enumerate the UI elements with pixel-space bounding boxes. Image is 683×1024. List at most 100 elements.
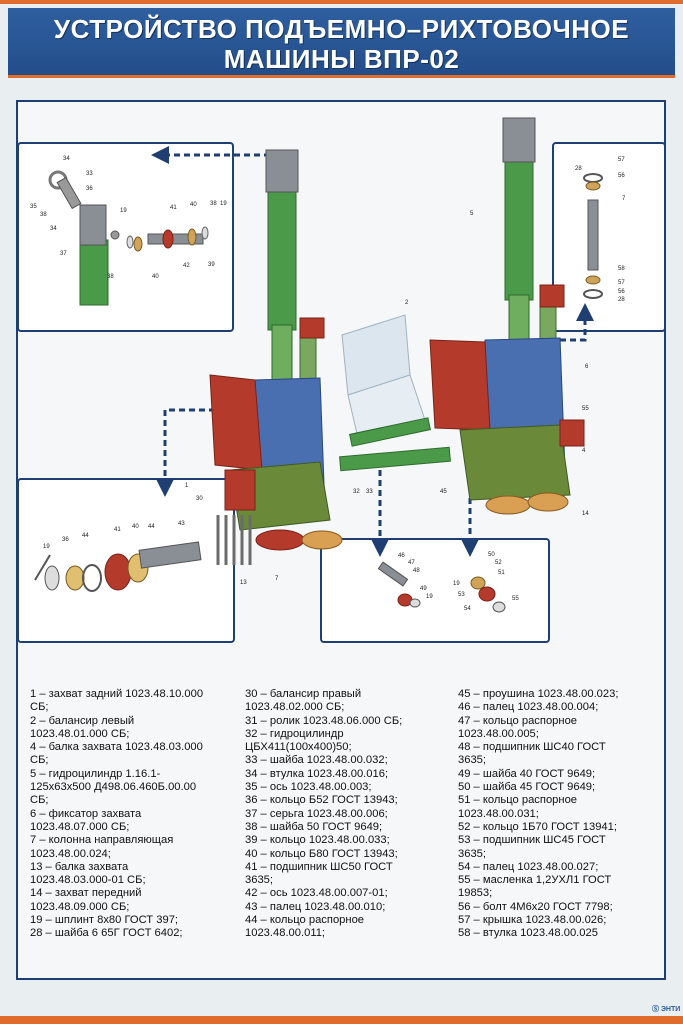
svg-text:42: 42 [183, 263, 190, 269]
svg-text:48: 48 [413, 568, 420, 574]
legend-line: 1023.48.00.024; [30, 847, 111, 860]
legend-line: 7 – колонна направляющая [30, 834, 174, 847]
svg-text:38: 38 [107, 274, 114, 280]
legend-line: 13 – балка захвата [30, 860, 129, 873]
legend-line: 1023.48.00.031; [458, 807, 539, 820]
svg-text:40: 40 [152, 274, 159, 280]
legend-line: 49 – шайба 40 ГОСТ 9649; [458, 767, 596, 780]
callout-4: 4 [582, 448, 586, 454]
legend-line: 19853; [458, 887, 493, 900]
svg-text:50: 50 [488, 552, 495, 558]
svg-text:57: 57 [618, 157, 625, 163]
svg-text:51: 51 [498, 570, 505, 576]
legend-line: ЦБХ411(100х400)50; [245, 741, 352, 754]
legend-line: 52 – кольцо 1Б70 ГОСТ 13941; [458, 820, 617, 833]
callout-6: 6 [585, 364, 589, 370]
svg-text:19: 19 [43, 544, 50, 550]
legend-line: 47 – кольцо распорное [458, 714, 578, 727]
publisher-logo: Ⓢ ЭНТИ [652, 1006, 681, 1013]
legend-line: 30 – балансир правый [245, 688, 362, 700]
inset-top-left-parts [48, 170, 209, 306]
inset-bottom-left-labels: 19 36 44 41 40 44 43 [43, 521, 185, 550]
callout-32: 32 [353, 489, 360, 495]
svg-text:40: 40 [190, 202, 197, 208]
inset-bottom-left-parts [34, 541, 202, 592]
inset-bottom-right-parts [377, 561, 506, 613]
legend-line: 46 – палец 1023.48.00.004; [458, 701, 599, 714]
legend-line: 4 – балка захвата 1023.48.03.000 [30, 741, 203, 754]
svg-text:39: 39 [208, 262, 215, 268]
left-lifting-unit [209, 149, 343, 565]
svg-text:28: 28 [618, 297, 625, 303]
legend-line: 42 – ось 1023.48.00.007-01; [245, 887, 388, 900]
legend-line: 48 – подшипник ШС40 ГОСТ [458, 741, 606, 754]
arrow-to-bottom-left-inset [156, 408, 215, 497]
legend-line: 34 – втулка 1023.48.00.016; [245, 767, 389, 780]
legend-line: 28 – шайба 6 65Г ГОСТ 6402; [30, 927, 183, 940]
legend-line: 1 – захват задний 1023.48.10.000 [30, 688, 204, 700]
svg-text:19: 19 [426, 594, 433, 600]
right-lifting-unit [429, 117, 585, 515]
legend-line: 125х63х500 Д498.06.460Б.00.00 [30, 781, 197, 794]
legend-line: 1023.48.03.000-01 СБ; [30, 874, 146, 887]
legend-line: 56 – болт 4М6х20 ГОСТ 7798; [458, 900, 613, 913]
inset-top-right [552, 142, 666, 332]
svg-text:19: 19 [120, 208, 127, 214]
callout-13: 13 [240, 580, 247, 586]
svg-text:56: 56 [618, 173, 625, 179]
callout-30: 30 [196, 496, 203, 502]
svg-text:38: 38 [40, 212, 47, 218]
hydraulic-cylinder-32 [339, 417, 451, 472]
svg-text:47: 47 [408, 560, 415, 566]
callout-1: 1 [185, 483, 189, 489]
svg-text:49: 49 [420, 586, 427, 592]
legend-line: 3635; [245, 874, 273, 887]
callout-14: 14 [582, 511, 589, 517]
legend-line: 50 – шайба 45 ГОСТ 9649; [458, 781, 596, 794]
legend-line: 51 – кольцо распорное [458, 794, 578, 807]
callout-55: 55 [582, 406, 589, 412]
legend-line: 31 – ролик 1023.48.06.000 СБ; [245, 714, 403, 727]
legend-line: 55 – масленка 1,2УХЛ1 ГОСТ [458, 874, 612, 887]
main-callouts: 1 2 4 5 6 7 13 14 30 32 33 45 55 [185, 211, 589, 586]
legend-line: 3635; [458, 847, 486, 860]
inset-top-right-labels: 57 56 28 7 58 57 56 28 [575, 157, 626, 303]
title-line-1: УСТРОЙСТВО ПОДЪЕМНО–РИХТОВОЧНОЕ [53, 14, 630, 44]
legend-line: 36 – кольцо Б52 ГОСТ 13943; [245, 794, 398, 807]
callout-5: 5 [470, 211, 474, 217]
legend-line: 1023.48.00.005; [458, 727, 539, 740]
legend-line: 57 – крышка 1023.48.00.026; [458, 914, 607, 927]
legend-line: 32 – гидроцилиндр [245, 727, 344, 740]
svg-text:54: 54 [464, 606, 471, 612]
svg-text:43: 43 [178, 521, 185, 527]
svg-text:19: 19 [220, 201, 227, 207]
legend-line: СБ; [30, 794, 49, 807]
inset-top-right-parts [583, 173, 603, 299]
svg-text:52: 52 [495, 560, 502, 566]
svg-text:53: 53 [458, 592, 465, 598]
title-line-2: МАШИНЫ ВПР-02 [223, 44, 460, 74]
svg-text:7: 7 [622, 196, 626, 202]
legend-line: 2 – балансир левый [30, 714, 135, 727]
legend-line: 53 – подшипник ШС45 ГОСТ [458, 834, 606, 847]
legend-line: 41 – подшипник ШС50 ГОСТ [245, 860, 393, 873]
svg-text:56: 56 [618, 289, 625, 295]
legend-line: 58 – втулка 1023.48.00.025 [458, 927, 598, 940]
legend-line: 39 – кольцо 1023.48.00.033; [245, 834, 390, 847]
legend-line: 14 – захват передний [30, 887, 142, 900]
legend-line: 1023.48.02.000 СБ; [245, 701, 345, 714]
svg-text:58: 58 [618, 266, 625, 272]
callout-45: 45 [440, 489, 447, 495]
svg-text:33: 33 [86, 171, 93, 177]
svg-text:38: 38 [210, 201, 217, 207]
legend-line: 1023.48.09.000 СБ; [30, 900, 130, 913]
legend-column-3: 45 – проушина 1023.48.00.023;46 – палец … [458, 688, 618, 941]
svg-text:55: 55 [512, 596, 519, 602]
callout-7: 7 [275, 576, 279, 582]
glass-cab [341, 314, 426, 439]
legend-line: 33 – шайба 1023.48.00.032; [245, 754, 388, 767]
inset-bottom-right-labels: 46 47 48 49 19 50 52 51 53 54 55 19 [398, 552, 519, 612]
svg-text:41: 41 [170, 205, 177, 211]
legend-line: 1023.48.07.000 СБ; [30, 820, 130, 833]
